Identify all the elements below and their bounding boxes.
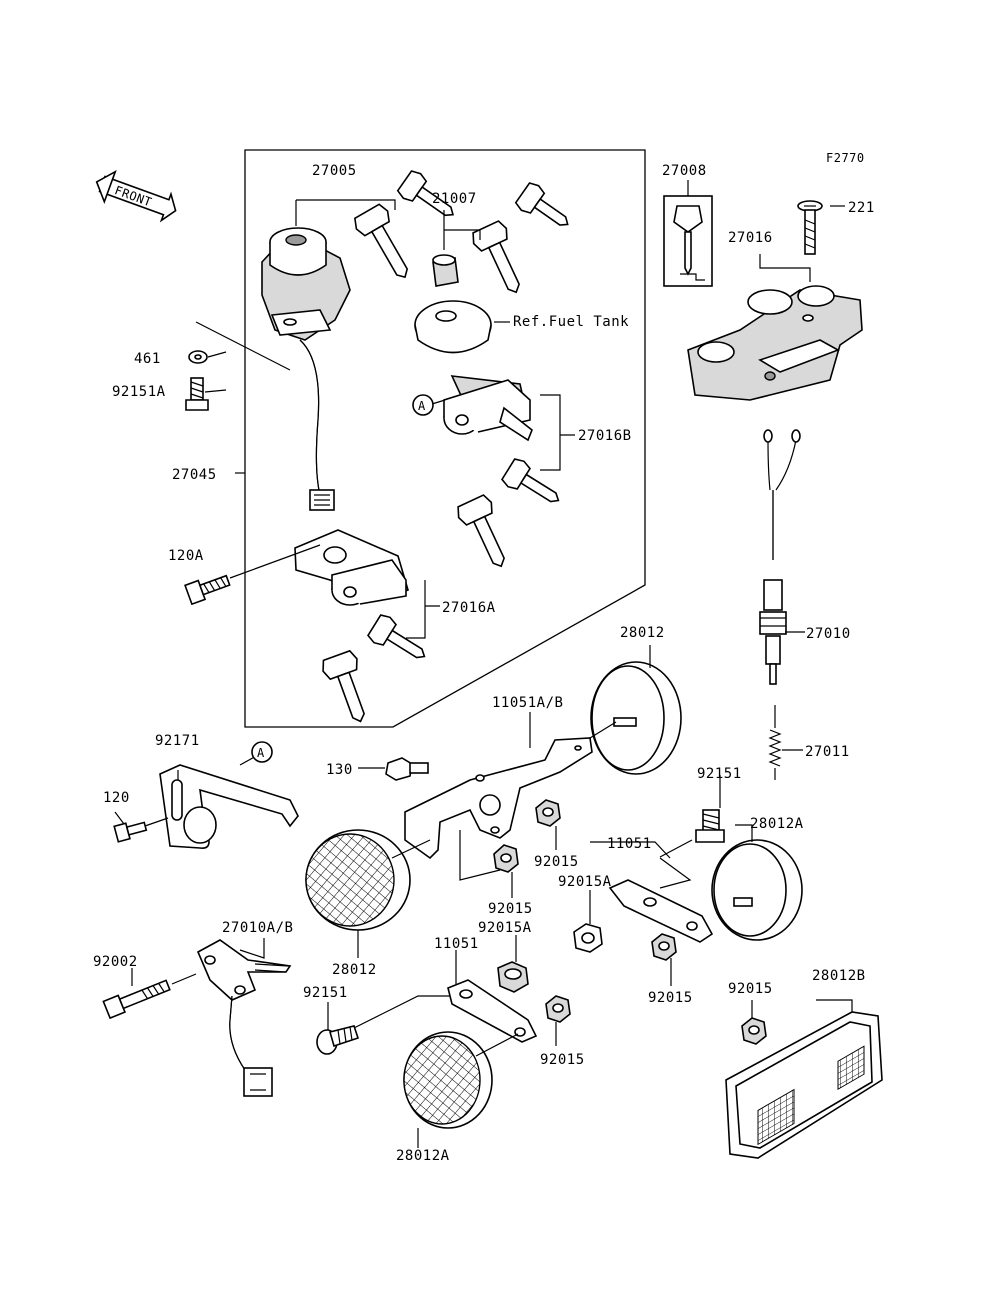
horn-left-mesh [305,829,431,931]
bolt-icon [385,757,429,781]
horn-right [711,839,803,941]
bolt-icon [695,809,725,843]
fuel-cap-lock-cylinder [432,254,459,287]
nut-icon [573,923,603,953]
horn-top [589,661,682,775]
part-number-28012B: 28012B [812,968,866,984]
part-number-27011: 27011 [805,744,850,760]
nut-icon [497,961,529,993]
bracket-11051-right [608,879,714,943]
side-stand-switch [196,939,292,1097]
part-number-28012A-bottom: 28012A [396,1148,450,1164]
key-icon [501,458,560,503]
part-number-92015-b: 92015 [488,901,533,917]
key-icon [673,205,705,281]
bracket-11051-mid [447,979,538,1043]
key-icon [367,614,426,659]
nut-icon [741,1017,767,1045]
part-number-92015A-mid: 92015A [478,920,532,936]
part-number-28012A-right: 28012A [750,816,804,832]
figure-code: F2770 [826,151,865,165]
reference-marker-a-label: A [257,746,265,760]
seat-lock [443,375,533,442]
part-number-21007: 21007 [432,191,477,207]
handlebar-clamp [687,285,863,401]
part-number-92015-d: 92015 [728,981,773,997]
bolt-icon [184,574,231,606]
part-number-461: 461 [134,351,161,367]
part-number-92151A: 92151A [112,384,166,400]
nut-icon [535,799,561,827]
screw-icon [797,200,823,255]
brake-light-switch [759,429,801,685]
part-number-120: 120 [103,790,130,806]
part-number-27005: 27005 [312,163,357,179]
part-number-92015A-right: 92015A [558,874,612,890]
bracket-11051AB [404,737,593,860]
part-number-27016B: 27016B [578,428,632,444]
part-number-92151-left: 92151 [303,985,348,1001]
part-number-27008: 27008 [662,163,707,179]
part-number-92002: 92002 [93,954,138,970]
horn-bottom-mesh [403,1031,519,1129]
key-icon [354,203,409,279]
reference-marker-a: A [251,741,273,763]
part-number-120A: 120A [168,548,204,564]
part-number-11051-mid: 11051 [434,936,479,952]
nut-icon [651,933,677,961]
bolt-icon [185,377,209,411]
part-number-27016: 27016 [728,230,773,246]
part-number-27010: 27010 [806,626,851,642]
ignition-switch-frame [244,149,646,728]
part-number-11051AB: 11051A/B [492,695,563,711]
spring-icon [768,705,782,780]
key-icon [514,182,569,226]
part-number-92151-right: 92151 [697,766,742,782]
bracket-92171 [159,764,299,849]
part-number-28012-left: 28012 [332,962,377,978]
helmet-lock [294,529,409,606]
part-number-27016A: 27016A [442,600,496,616]
part-number-92171: 92171 [155,733,200,749]
ignition-switch [261,227,351,341]
part-number-92015-a: 92015 [534,854,579,870]
part-number-27010AB: 27010A/B [222,920,293,936]
part-number-130: 130 [326,762,353,778]
reflector [725,1011,883,1159]
front-arrow-icon: FRONT [95,169,177,223]
part-number-28012-top: 28012 [620,625,665,641]
ref-fuel-tank-label: Ref.Fuel Tank [513,314,629,330]
bolt-icon [316,1025,360,1055]
reference-marker-a-label: A [418,399,426,413]
key-icon [472,220,520,294]
part-number-27045: 27045 [172,467,217,483]
bolt-icon [102,979,171,1020]
reference-marker-a: A [412,394,434,416]
nut-icon [493,844,519,873]
key-icon [396,170,454,217]
key-icon [457,494,505,568]
nut-icon [545,995,571,1023]
part-number-92015-c: 92015 [648,990,693,1006]
bolt-icon [113,821,148,843]
key-icon [322,649,365,723]
part-number-92015-e: 92015 [540,1052,585,1068]
fuel-tank-cap [414,300,492,354]
part-number-11051-right: 11051 [607,836,652,852]
part-number-221: 221 [848,200,875,216]
leader-lines [114,180,853,1148]
